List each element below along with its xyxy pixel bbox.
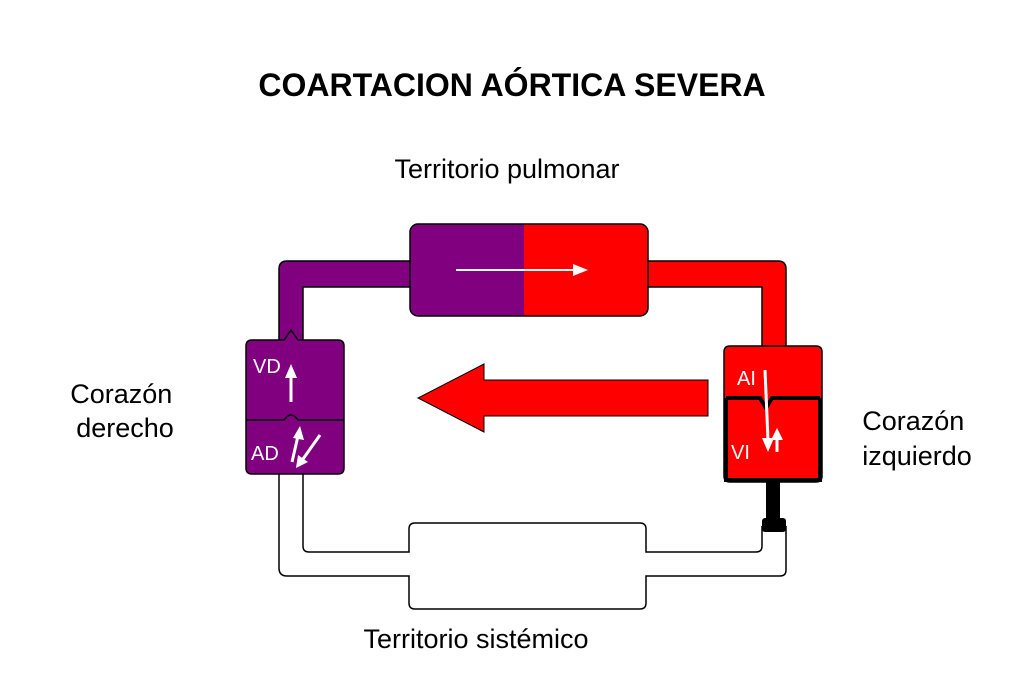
ad-flow-arrow-down-line <box>301 434 322 460</box>
ai-flow-arrow-head <box>762 438 774 452</box>
chamber-label-vi: VI <box>731 442 750 464</box>
left-heart: AI VI <box>723 345 823 483</box>
systemic-tube-outer <box>278 470 787 610</box>
left-heart-label-line2: izquierdo <box>862 441 972 471</box>
pulmonary-circuit <box>278 223 787 349</box>
tricuspid-valve <box>246 414 344 421</box>
left-heart-label-line1: Corazón <box>862 406 964 436</box>
vd-flow-arrow-head <box>285 364 297 378</box>
left-ventricle-wall <box>724 398 822 482</box>
right-heart-label-line2: derecho <box>76 413 174 443</box>
lung-block-outline <box>409 223 649 317</box>
aortic-outflow-stub <box>766 480 780 528</box>
pulmonary-territory-label: Territorio pulmonar <box>394 154 619 184</box>
aortic-outflow-cap <box>762 518 786 532</box>
left-heart-label: Corazón izquierdo <box>862 406 972 471</box>
ad-flow-arrow-down-head <box>296 455 308 468</box>
systemic-tube-inner <box>302 470 763 553</box>
pulmonary-vein-tube <box>644 260 787 349</box>
systemic-territory-label: Territorio sistémico <box>363 624 588 654</box>
left-to-right-flow-arrow <box>416 363 709 433</box>
right-heart-label: Corazón derecho <box>70 379 180 443</box>
chamber-label-ai: AI <box>737 368 756 390</box>
right-heart: VD AD <box>245 328 345 475</box>
ad-flow-arrow-up-line <box>290 435 300 463</box>
chamber-label-ad: AD <box>251 443 279 465</box>
vi-flow-arrow-head <box>771 428 783 440</box>
right-heart-label-line1: Corazón <box>70 379 172 409</box>
chamber-label-vd: VD <box>253 356 281 378</box>
ad-flow-arrow-up-head <box>293 426 304 440</box>
pulmonary-artery-tube <box>278 260 413 346</box>
pulmonary-flow-arrow-head <box>573 264 588 276</box>
systemic-circuit <box>278 469 787 610</box>
ai-flow-arrow-line <box>763 369 770 441</box>
page-title: COARTACION AÓRTICA SEVERA <box>258 67 765 103</box>
